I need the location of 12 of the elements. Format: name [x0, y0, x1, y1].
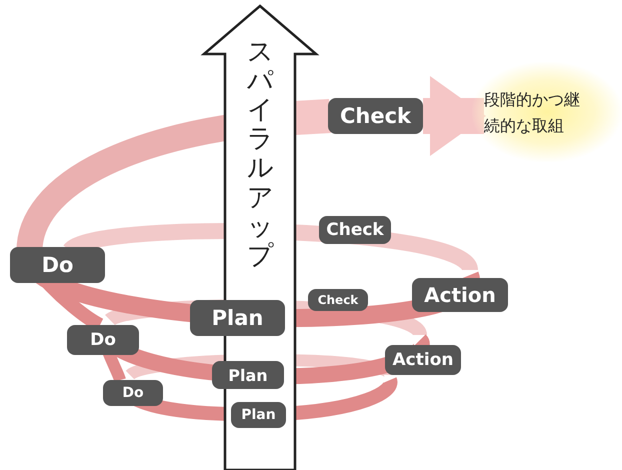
phase-label: Do	[103, 380, 163, 406]
phase-label: Check	[328, 98, 423, 134]
arrow-label: スパイラルアップ	[247, 38, 274, 271]
phase-label: Check	[319, 216, 391, 244]
arrow	[423, 76, 486, 156]
goal-text: 段階的かつ継続的な取組	[484, 89, 581, 137]
phase-label: Action	[412, 278, 508, 312]
phase-label: Do	[67, 325, 139, 355]
phase-label: Action	[385, 345, 461, 375]
phase-label: Do	[10, 247, 105, 283]
phase-label: Check	[308, 289, 368, 311]
phase-label: Plan	[190, 300, 285, 336]
